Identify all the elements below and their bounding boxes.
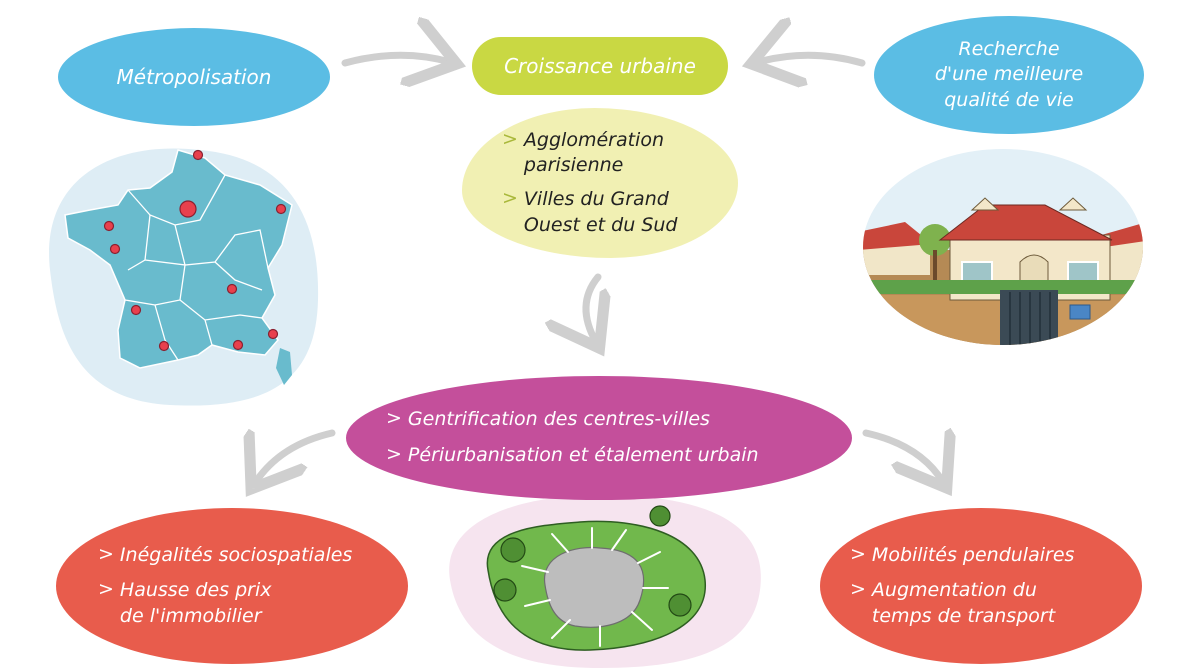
bullet-marker: > (98, 578, 114, 601)
growth-place-line: Ouest et du Sud (523, 213, 678, 236)
effect-item: > Périurbanisation et étalement urbain (386, 443, 852, 469)
effects-bubble: > Gentrification des centres-villes > Pé… (346, 376, 852, 500)
growth-place-line: parisienne (523, 154, 624, 177)
arrow-growth-to-effects (586, 273, 598, 342)
bullet-marker: > (502, 127, 518, 150)
urban-growth-title: Croissance urbaine (504, 53, 696, 78)
growth-place-item: > Villes du Grand Ouest et du Sud (502, 187, 738, 238)
consequence-item: > Augmentation du temps de transport (850, 578, 1142, 629)
bullet-marker: > (850, 578, 866, 601)
consequences-right-bubble: > Mobilités pendulaires > Augmentation d… (820, 508, 1142, 664)
consequence-item: > Mobilités pendulaires (850, 543, 1142, 569)
bullet-marker: > (386, 443, 402, 465)
quality-of-life-line-3: qualité de vie (944, 88, 1074, 111)
quality-of-life-line-1: Recherche (958, 37, 1060, 60)
france-map-icon (49, 148, 319, 406)
effect-item: > Gentrification des centres-villes (386, 407, 852, 433)
arrow-effects-to-left (255, 433, 336, 483)
growth-place-line: Villes du Grand (523, 188, 669, 210)
effect-label: Gentrification des centres-villes (407, 408, 710, 431)
quality-of-life-bubble: Recherche d'une meilleure qualité de vie (874, 16, 1144, 134)
quality-of-life-line-2: d'une meilleure (934, 63, 1084, 86)
consequence-item: > Hausse des prix de l'immobilier (98, 578, 408, 629)
consequence-line: Hausse des prix (119, 579, 272, 602)
urban-sprawl-icon (449, 495, 761, 668)
arrow-quality-to-growth (758, 55, 866, 63)
consequence-line: Inégalités sociospatiales (119, 543, 353, 566)
consequences-left-bubble: > Inégalités sociospatiales > Hausse des… (56, 508, 408, 664)
growth-places-box: > Agglomération parisienne > Villes du G… (462, 108, 738, 258)
urban-growth-pill: Croissance urbaine (472, 37, 728, 95)
bullet-marker: > (502, 187, 518, 209)
metropolisation-bubble: Métropolisation (58, 28, 330, 126)
growth-place-item: > Agglomération parisienne (502, 128, 738, 179)
metropolisation-label: Métropolisation (116, 64, 272, 89)
effect-label: Périurbanisation et étalement urbain (407, 444, 759, 466)
arrow-metropolisation-to-growth (341, 55, 450, 63)
bullet-marker: > (850, 542, 866, 565)
house-icon (863, 149, 1143, 345)
growth-place-line: Agglomération (523, 128, 664, 151)
consequence-line: de l'immobilier (119, 604, 262, 627)
consequence-line: Mobilités pendulaires (871, 543, 1075, 566)
consequence-line: temps de transport (871, 604, 1056, 627)
bullet-marker: > (386, 407, 402, 430)
bullet-marker: > (98, 542, 114, 565)
consequence-item: > Inégalités sociospatiales (98, 543, 408, 569)
consequence-line: Augmentation du (871, 579, 1037, 602)
arrows (255, 55, 943, 483)
arrow-effects-to-right (862, 433, 943, 482)
